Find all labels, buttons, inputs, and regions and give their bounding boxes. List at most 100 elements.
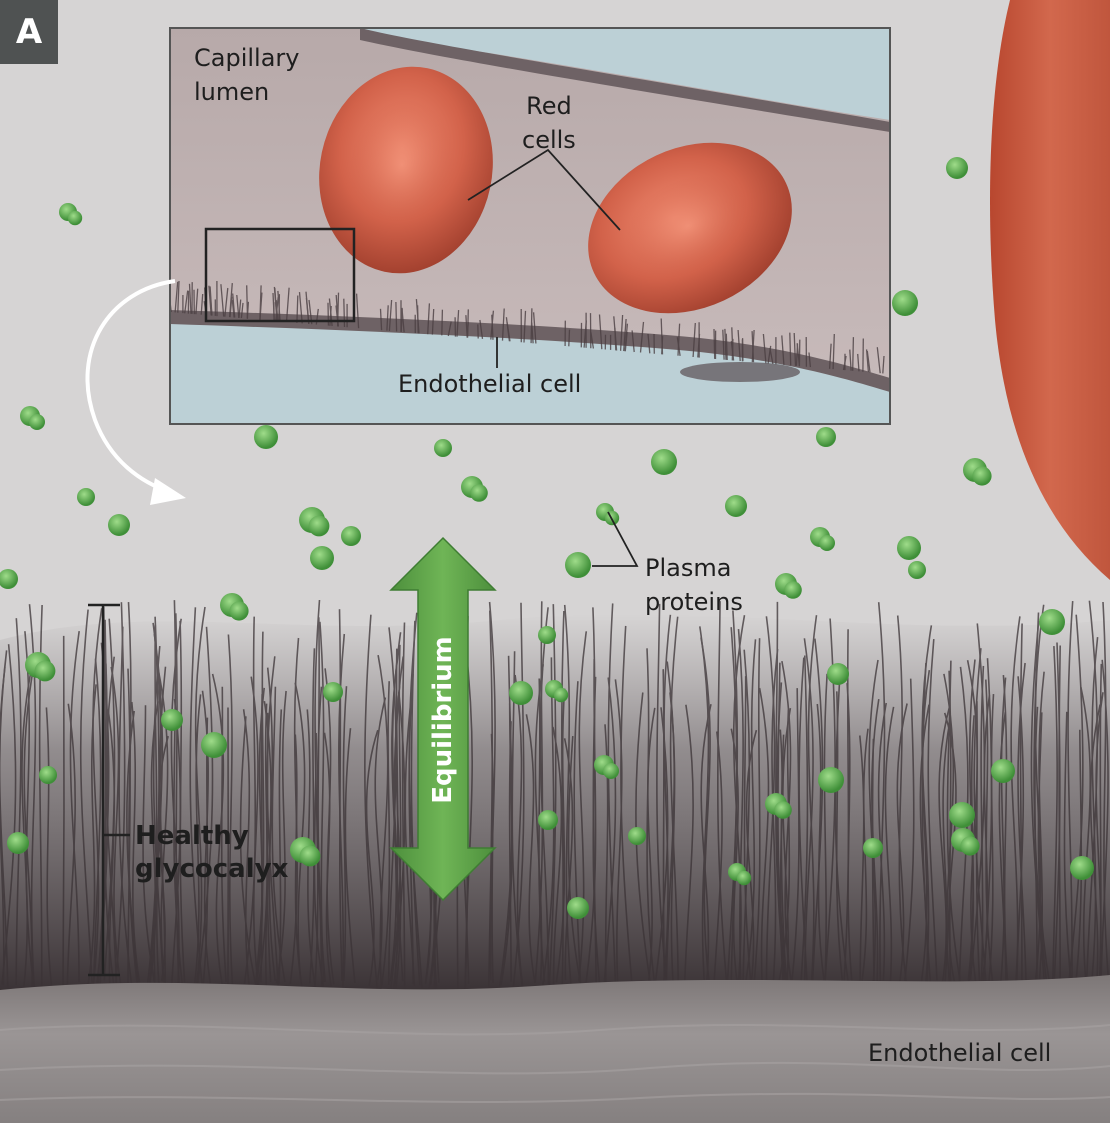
inset-glycocalyx-fiber bbox=[583, 320, 587, 348]
glycocalyx-fiber bbox=[592, 676, 598, 994]
inset-glycocalyx-fiber bbox=[639, 321, 645, 353]
red-cell-1 bbox=[319, 66, 493, 274]
capillary-lumen-label: Capillary lumen bbox=[194, 44, 300, 106]
glycocalyx-fiber bbox=[998, 711, 1007, 982]
inset-glycocalyx-fiber bbox=[619, 314, 624, 351]
inset-glycocalyx-fiber bbox=[737, 329, 741, 362]
plasma-protein-molecule bbox=[108, 514, 130, 536]
glycocalyx-fiber bbox=[211, 673, 225, 985]
inset-glycocalyx-fiber bbox=[501, 308, 505, 341]
plasma-protein-molecule bbox=[341, 526, 361, 546]
plasma-protein-molecule bbox=[725, 495, 747, 517]
inset-glycocalyx-fiber bbox=[713, 328, 716, 359]
glycocalyx-fiber bbox=[823, 673, 828, 988]
glycocalyx-fiber bbox=[758, 687, 770, 991]
glycocalyx-fiber bbox=[943, 673, 955, 988]
glycocalyx-fiber bbox=[563, 604, 572, 986]
glycocalyx-fiber bbox=[1030, 621, 1046, 985]
inset-glycocalyx-fiber bbox=[568, 329, 571, 347]
inset-glycocalyx-fiber bbox=[395, 301, 398, 332]
inset-glycocalyx-fiber bbox=[490, 310, 495, 340]
inset-glycocalyx-fiber bbox=[828, 343, 832, 369]
glycocalyx-fiber bbox=[324, 668, 335, 985]
glycocalyx-fiber bbox=[79, 609, 93, 983]
plasma-protein-molecule bbox=[908, 561, 926, 579]
inset-glycocalyx-fiber bbox=[296, 295, 299, 323]
glycocalyx-fiber bbox=[884, 706, 895, 992]
inset-glycocalyx-fiber bbox=[832, 333, 835, 370]
plasma-protein-molecule bbox=[775, 573, 802, 599]
inset-glycocalyx-fiber bbox=[386, 305, 389, 331]
glycocalyx-fiber bbox=[342, 686, 348, 981]
inset-glycocalyx-fiber bbox=[379, 308, 383, 331]
inset-glycocalyx-fiber bbox=[697, 333, 701, 358]
glycocalyx-fiber bbox=[946, 660, 962, 986]
glycocalyx-fiber bbox=[868, 659, 879, 991]
glycocalyx-scale-bar bbox=[88, 603, 130, 977]
plasma-protein-molecule bbox=[1070, 856, 1094, 880]
inset-glycocalyx-fiber bbox=[731, 338, 734, 361]
glycocalyx-fiber bbox=[555, 688, 566, 983]
glycocalyx-fiber bbox=[700, 637, 711, 986]
glycocalyx-fiber bbox=[1102, 601, 1110, 981]
glycocalyx-fiber bbox=[514, 674, 524, 991]
plasma-protein-molecule bbox=[509, 681, 533, 705]
inset-glycocalyx-fiber bbox=[427, 303, 431, 335]
glycocalyx-fiber bbox=[653, 707, 669, 991]
glycocalyx-fiber bbox=[843, 629, 850, 986]
plasma-protein-molecule bbox=[565, 552, 591, 578]
plasma-protein-molecule bbox=[951, 828, 980, 856]
glycocalyx-fiber bbox=[903, 678, 915, 985]
glycocalyx-fiber bbox=[1099, 659, 1109, 995]
glycocalyx-fiber bbox=[1063, 711, 1073, 995]
inset-glycocalyx-fiber bbox=[590, 332, 595, 349]
glycocalyx-fiber bbox=[338, 609, 343, 981]
glycocalyx-fiber bbox=[118, 626, 133, 985]
glycocalyx-fiber bbox=[127, 668, 131, 990]
glycocalyx-fiber bbox=[920, 669, 931, 983]
glycocalyx-fiber bbox=[663, 614, 672, 981]
plasma-protein-molecule bbox=[290, 837, 321, 867]
glycocalyx-fiber bbox=[1091, 637, 1099, 981]
glycocalyx-fiber bbox=[732, 615, 746, 995]
zoom-arrow bbox=[85, 279, 186, 505]
endothelial-cell-bottom-label: Endothelial cell bbox=[868, 1039, 1052, 1067]
glycocalyx-fiber bbox=[938, 704, 951, 989]
plasma-protein-molecule bbox=[220, 593, 249, 621]
glycocalyx-fiber bbox=[1089, 704, 1101, 994]
inset-glycocalyx-fiber bbox=[466, 309, 469, 338]
glycocalyx-fiber bbox=[381, 681, 391, 986]
glycocalyx-fiber bbox=[377, 654, 389, 989]
inset-glycocalyx-fiber bbox=[722, 329, 725, 360]
inset-glycocalyx-fiber bbox=[479, 319, 484, 339]
glycocalyx-fiber bbox=[319, 621, 325, 983]
inset-glycocalyx-fiber bbox=[631, 330, 635, 353]
glycocalyx-fiber bbox=[942, 724, 951, 993]
plasma-protein-molecule bbox=[323, 682, 343, 702]
glycocalyx-fiber bbox=[1, 644, 17, 985]
glycocalyx-fiber bbox=[943, 712, 957, 982]
glycocalyx-fiber bbox=[921, 625, 933, 983]
glycocalyx-fiber bbox=[987, 694, 995, 986]
glycocalyx-fiber bbox=[512, 602, 525, 993]
glycocalyx-fiber bbox=[646, 648, 656, 990]
glycocalyx-fiber bbox=[656, 603, 668, 990]
inset-glycocalyx-fiber bbox=[277, 290, 281, 322]
plasma-protein-molecule bbox=[434, 439, 452, 457]
glycocalyx-fiber bbox=[45, 707, 53, 988]
glycocalyx-fiber bbox=[153, 633, 164, 988]
glycocalyx-layer bbox=[0, 599, 1110, 1000]
plasma-protein-molecule bbox=[567, 897, 589, 919]
plasma-protein-molecule bbox=[765, 793, 792, 819]
inset-glycocalyx-fiber bbox=[220, 284, 225, 317]
plasma-protein-molecule bbox=[59, 203, 83, 226]
plasma-proteins-label: Plasma proteins bbox=[645, 554, 743, 616]
glycocalyx-fiber bbox=[1067, 614, 1084, 988]
plasma-protein-molecule bbox=[201, 732, 227, 758]
healthy-glycocalyx-label: Healthy glycocalyx bbox=[135, 821, 289, 884]
glycocalyx-fiber bbox=[811, 638, 824, 995]
glycocalyx-fiber bbox=[861, 728, 869, 982]
glycocalyx-fiber bbox=[294, 682, 306, 981]
glycocalyx-fiber bbox=[91, 608, 103, 994]
glycocalyx-fiber bbox=[0, 667, 6, 986]
